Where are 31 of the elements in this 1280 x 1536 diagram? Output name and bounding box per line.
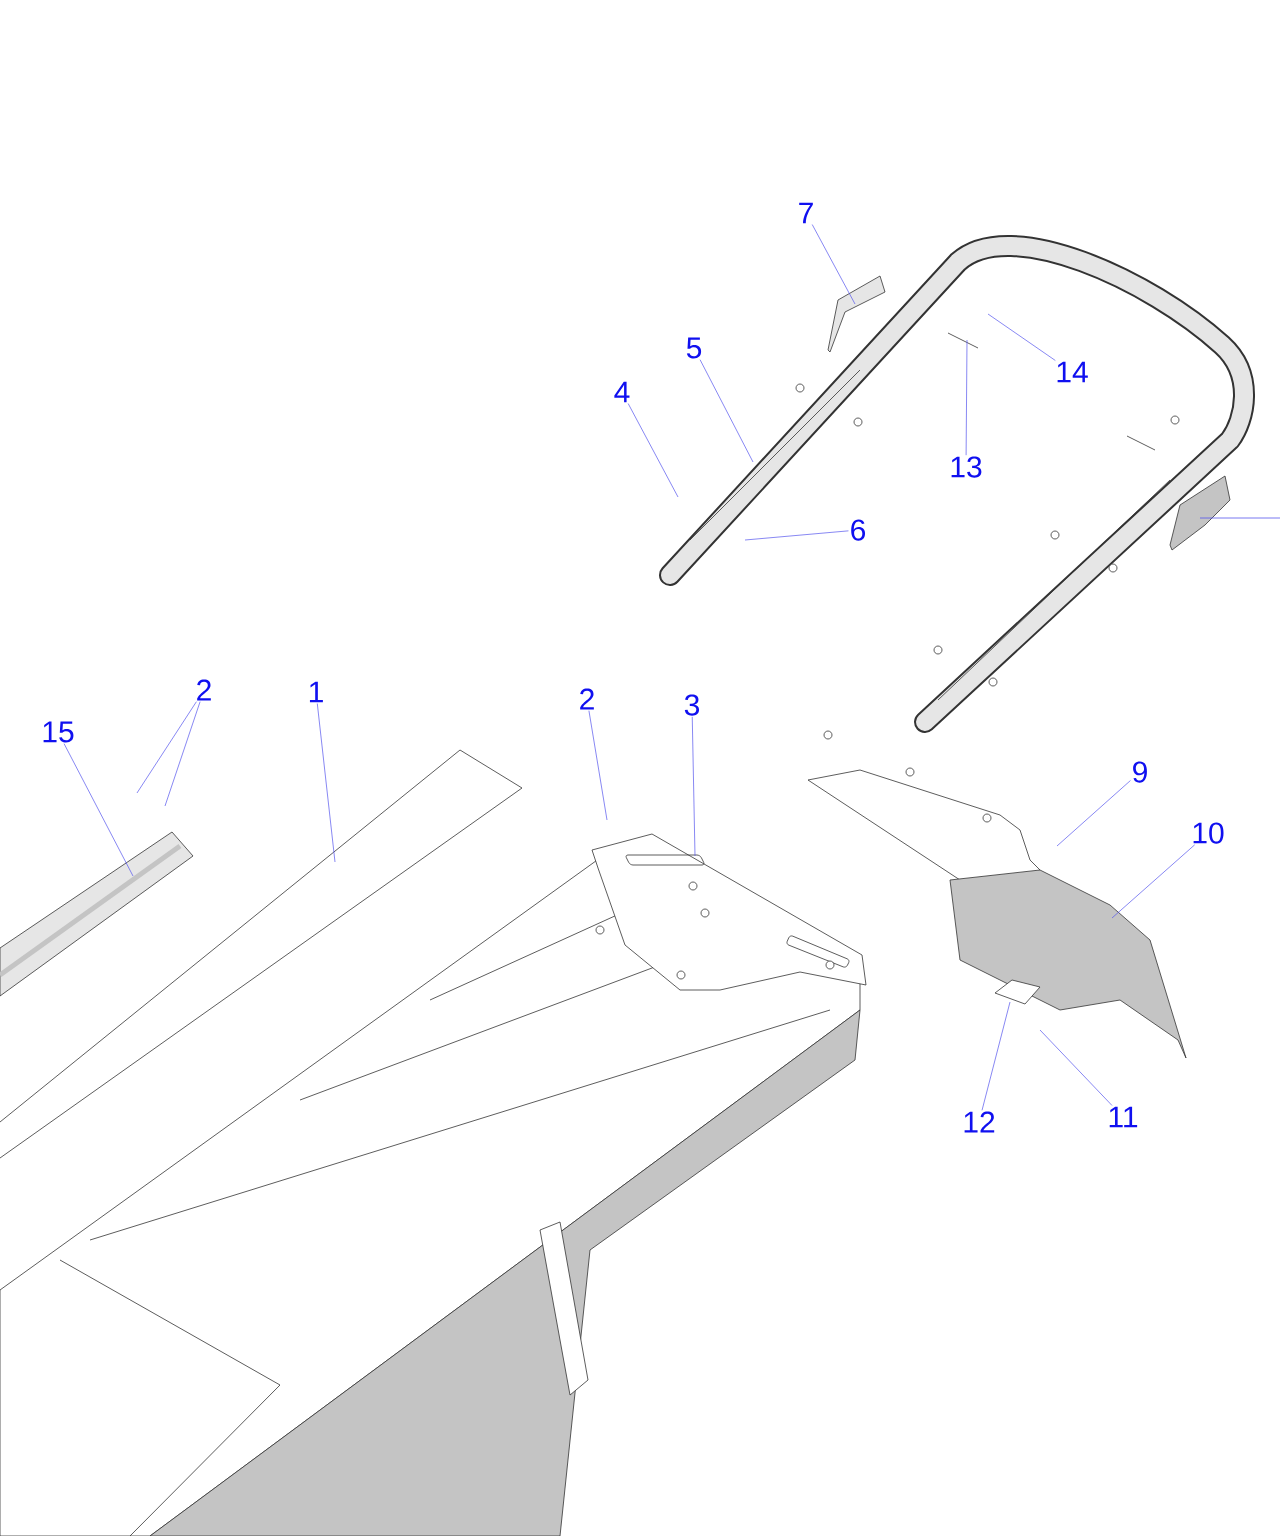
callout-number: 5: [686, 337, 702, 359]
callout-number: 2: [580, 688, 594, 710]
callout-number: 12: [964, 1111, 995, 1133]
callout-number: 7: [799, 202, 813, 224]
callout-number: 9: [1133, 761, 1147, 783]
leader-line: [811, 224, 856, 305]
leader-line: [627, 403, 679, 498]
callout-number: 3: [684, 694, 700, 716]
leader-line: [987, 313, 1056, 361]
callout-number: 15: [43, 721, 74, 743]
leader-line: [1056, 780, 1131, 847]
leader-line: [63, 743, 134, 877]
leader-line: [744, 530, 849, 541]
leader-line: [1039, 1029, 1113, 1106]
callout-number: 11: [1109, 1106, 1138, 1128]
callout-number: 13: [951, 456, 982, 478]
leader-line: [588, 710, 608, 821]
callout-number: 1: [309, 681, 323, 703]
leader-line: [316, 703, 336, 863]
callout-number: 10: [1193, 822, 1224, 844]
callout-number: 4: [614, 381, 630, 403]
leader-line: [136, 701, 197, 794]
leader-line: [981, 1001, 1011, 1111]
leader-line: [691, 716, 696, 857]
leader-line: [965, 339, 968, 456]
leader-line: [699, 359, 754, 463]
callout-number: 2: [197, 679, 211, 701]
callout-number: 14: [1057, 361, 1088, 383]
leader-line: [164, 701, 201, 807]
leader-line: [1111, 844, 1195, 919]
callout-number: 6: [851, 519, 866, 541]
